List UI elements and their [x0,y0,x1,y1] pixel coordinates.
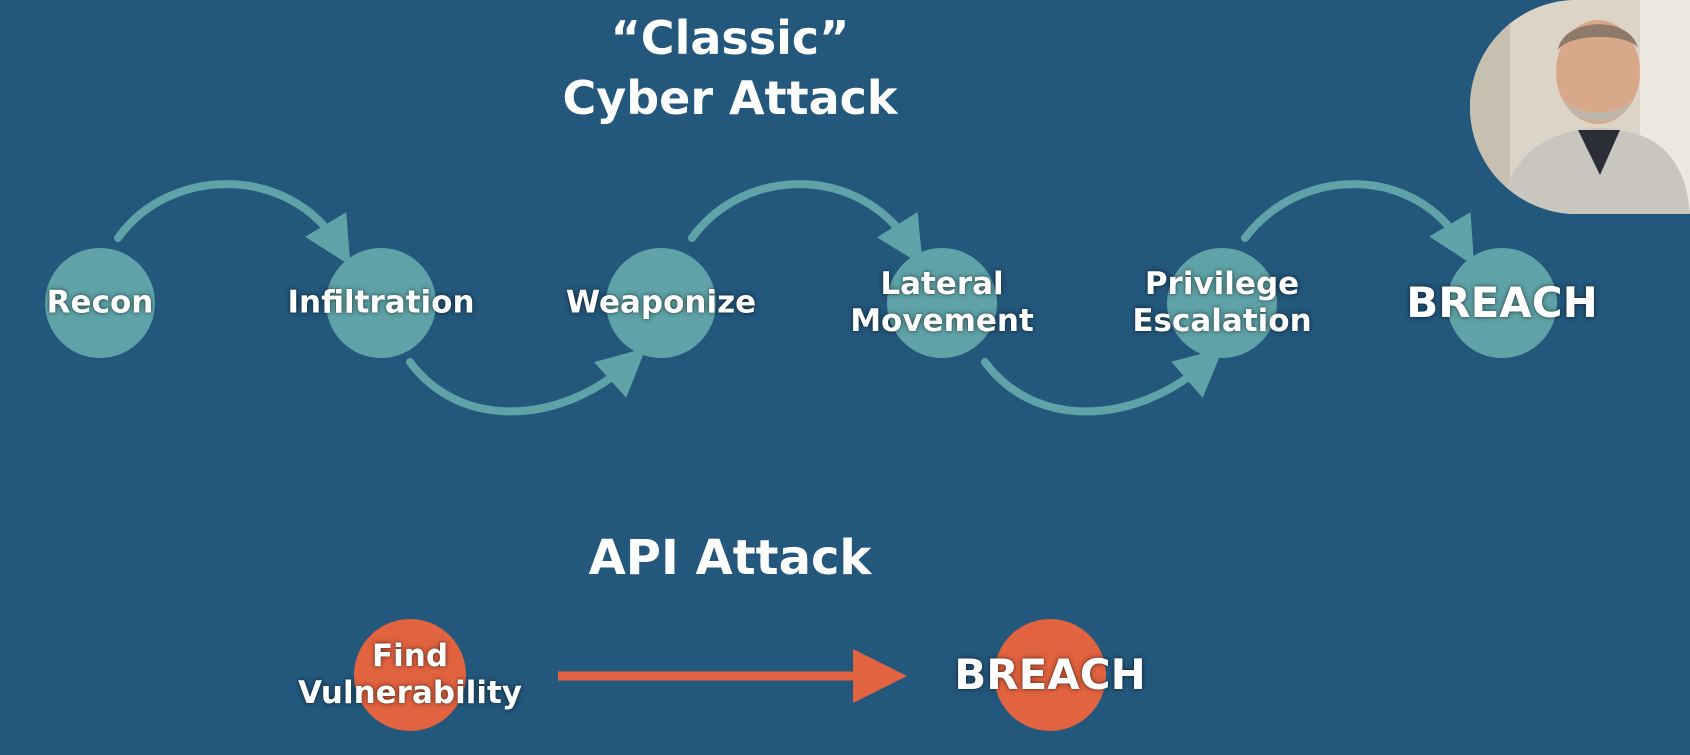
node-lateral-movement [887,248,997,358]
node-infiltration [326,248,436,358]
arrow-lateral-to-privilege [981,348,1224,416]
arrow-privilege-to-breach [1241,180,1475,266]
api-step-label-breach: BREACH [954,649,1146,699]
step-label-breach: BREACH [1406,277,1598,327]
step-label-infiltration: Infiltration [287,284,475,321]
node-recon [45,248,155,358]
arrow-infiltration-to-weaponize [406,347,646,416]
step-label-privilege-escalation: Privilege Escalation [1132,265,1312,339]
arrow-recon-to-infiltration [114,180,351,266]
node-privilege-escalation [1167,248,1277,358]
arrow-weaponize-to-lateral [688,180,923,266]
node-breach [1447,248,1557,358]
presenter-image [1470,0,1690,214]
api-step-label-find-vulnerability: Find Vulnerability [298,637,522,711]
step-label-lateral-movement: Lateral Movement [850,265,1034,339]
step-label-weaponize: Weaponize [565,284,757,321]
api-node-find-vulnerability [354,619,466,731]
presenter-webcam [1470,0,1690,214]
step-label-recon: Recon [46,284,154,321]
classic-attack-title: “Classic” Cyber Attack [562,11,898,125]
api-attack-title: API Attack [588,530,872,586]
api-node-breach [994,619,1106,731]
node-weaponize [606,248,716,358]
